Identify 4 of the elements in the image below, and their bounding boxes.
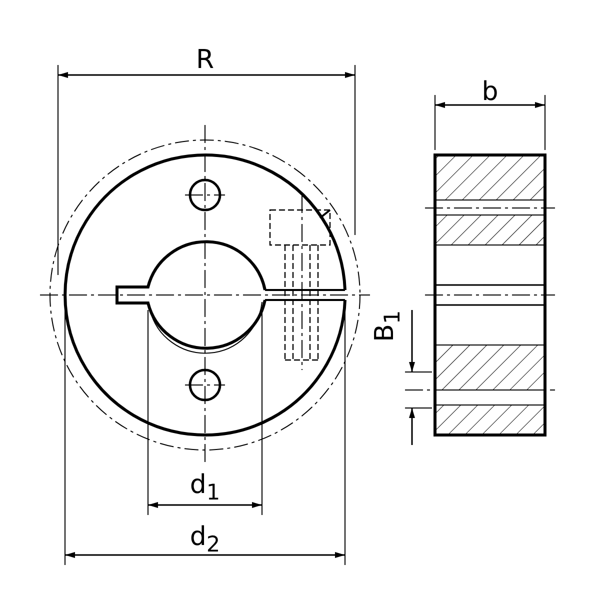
dimension-label: d$_{2}$ bbox=[190, 524, 220, 556]
dimension-label: b bbox=[482, 79, 498, 105]
dimension-label: d$_{1}$ bbox=[190, 472, 220, 504]
dimension-label: R bbox=[196, 47, 214, 73]
